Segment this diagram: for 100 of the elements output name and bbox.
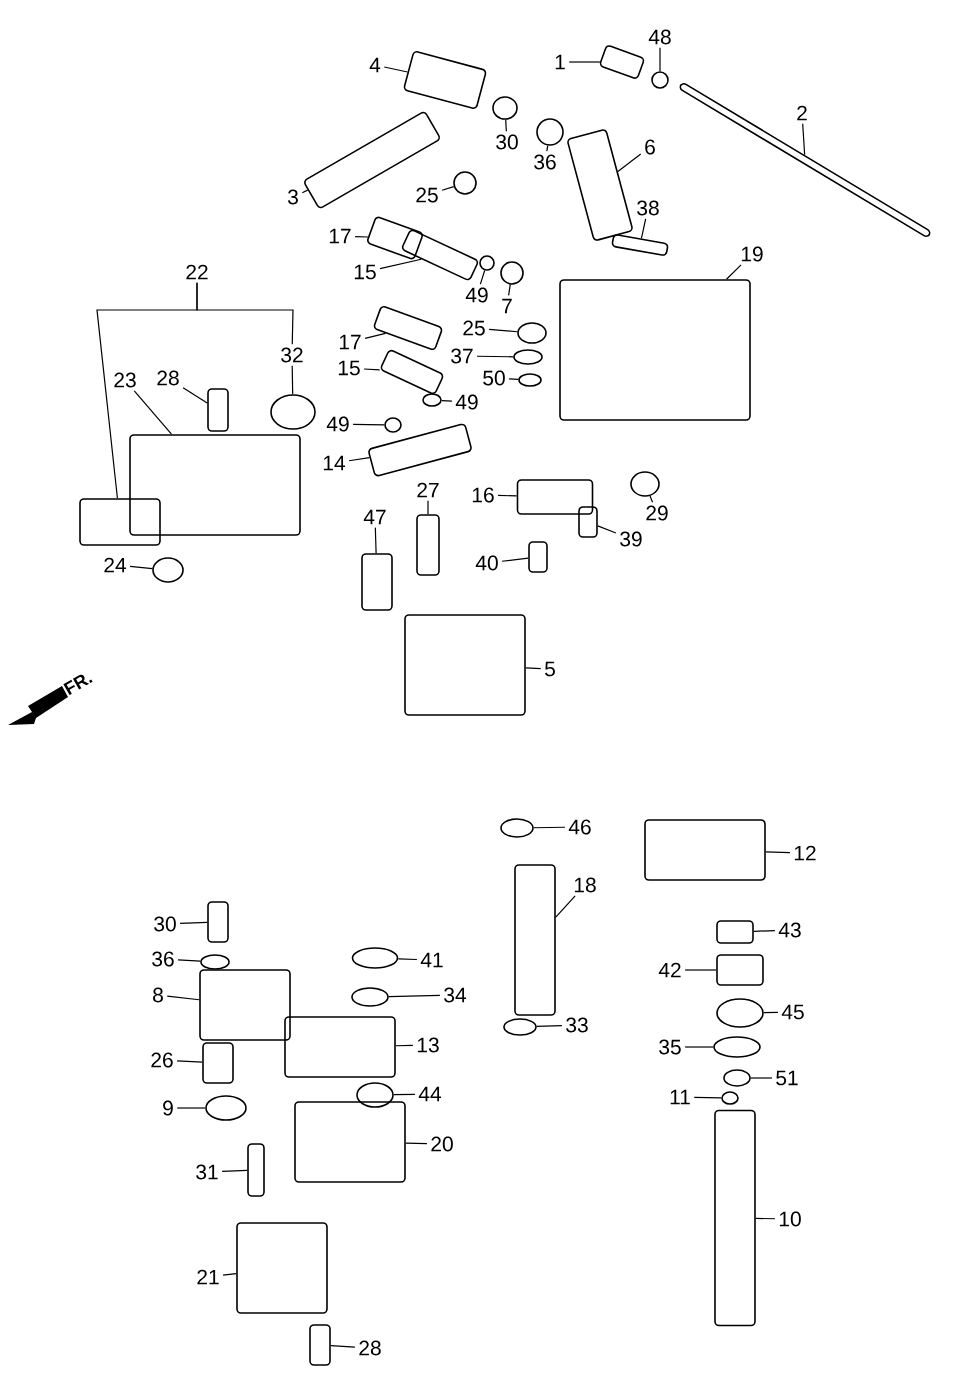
leader-line	[505, 119, 507, 132]
leader-line	[221, 1169, 248, 1172]
leader-line	[291, 365, 294, 395]
part-drawing	[404, 614, 526, 716]
callout-number: 47	[363, 509, 386, 525]
leader-line	[568, 61, 601, 63]
callout-number: 39	[620, 531, 642, 547]
part-drawing	[205, 1095, 247, 1121]
leader-line	[555, 895, 576, 918]
callout-number: 23	[114, 372, 136, 388]
part-drawing	[714, 1109, 756, 1327]
callout-number: 32	[281, 347, 303, 363]
callout-number: 15	[354, 264, 376, 280]
part-drawing	[716, 920, 754, 944]
callout-number: 24	[104, 557, 127, 573]
callout-number: 9	[163, 1100, 173, 1116]
callout-number: 11	[670, 1089, 690, 1105]
leader-line	[533, 826, 566, 829]
leader-line	[374, 527, 377, 554]
part-drawing	[500, 261, 524, 285]
callout-number: 21	[197, 1269, 219, 1285]
part-drawing	[129, 434, 301, 536]
leader-line	[348, 457, 371, 462]
callout-number: 28	[359, 1340, 381, 1356]
part-drawing	[202, 1042, 234, 1084]
part-drawing	[453, 171, 477, 195]
leader-line	[725, 264, 742, 280]
callout-number: 30	[154, 916, 176, 932]
leader-line	[176, 1060, 203, 1063]
part-drawing	[199, 969, 291, 1041]
leader-line	[397, 958, 418, 961]
callout-number: 48	[648, 29, 671, 45]
leader-line	[501, 557, 529, 562]
callout-number: 49	[465, 287, 488, 303]
leader-line	[659, 47, 661, 72]
part-drawing	[367, 216, 423, 260]
part-drawing	[309, 1324, 331, 1366]
callout-number: 20	[431, 1136, 453, 1152]
leader-line	[427, 500, 429, 515]
leader-line	[177, 959, 201, 962]
leader-line	[802, 123, 806, 156]
callout-number: 45	[781, 1004, 804, 1020]
callout-number: 33	[566, 1017, 588, 1033]
callout-number: 29	[646, 505, 668, 521]
part-drawing	[79, 498, 161, 546]
part-drawing	[401, 229, 479, 281]
callout-number: 44	[418, 1086, 442, 1102]
leader-line	[693, 1096, 722, 1099]
leader-line	[182, 387, 208, 404]
callout-number: 17	[329, 228, 351, 244]
part-drawing	[513, 349, 543, 365]
callout-number: 5	[545, 661, 555, 677]
callout-number: 42	[658, 962, 681, 978]
leader-line	[479, 269, 486, 285]
callout-number: 15	[338, 360, 360, 376]
callout-number: 37	[451, 348, 473, 364]
part-drawing	[422, 393, 442, 407]
part-drawing	[270, 394, 316, 430]
callout-number: 28	[157, 370, 179, 386]
leader-line	[388, 994, 441, 998]
callout-number: 14	[323, 455, 346, 471]
leader-line	[617, 153, 642, 172]
callout-number: 41	[420, 952, 443, 968]
callout-number: 34	[444, 987, 467, 1003]
leader-line	[753, 929, 776, 932]
part-drawing	[368, 423, 472, 477]
leader-line	[363, 368, 381, 371]
leader-line	[684, 969, 717, 971]
part-drawing	[713, 1036, 761, 1058]
leader-line	[640, 218, 647, 239]
part-drawing	[284, 1016, 396, 1078]
leader-line	[379, 258, 422, 270]
part-drawing	[416, 514, 440, 576]
part-drawing	[536, 118, 564, 146]
leader-line	[133, 390, 173, 435]
part-drawing	[351, 947, 399, 969]
part-drawing	[503, 1018, 537, 1036]
part-drawing	[152, 557, 184, 583]
leader-line	[179, 921, 208, 925]
part-drawing	[207, 901, 229, 943]
part-drawing	[578, 506, 598, 538]
leader-line	[508, 378, 519, 380]
callout-number: 22	[186, 264, 208, 280]
callout-number: 8	[153, 987, 163, 1003]
part-drawing	[721, 1091, 739, 1105]
part-drawing	[356, 1082, 394, 1108]
callout-number: 36	[534, 154, 556, 170]
part-drawing	[304, 111, 440, 209]
part-drawing	[679, 83, 931, 237]
callout-number: 13	[417, 1037, 439, 1053]
part-drawing	[236, 1222, 328, 1314]
leader-line	[536, 1024, 563, 1027]
part-drawing	[514, 864, 556, 1016]
callout-number: 4	[369, 57, 381, 73]
part-drawing	[723, 1069, 751, 1087]
callout-number: 17	[339, 334, 361, 350]
leader-line	[750, 1077, 773, 1079]
callout-number: 51	[776, 1070, 798, 1086]
part-drawing	[351, 987, 389, 1007]
callout-number: 50	[483, 370, 505, 386]
